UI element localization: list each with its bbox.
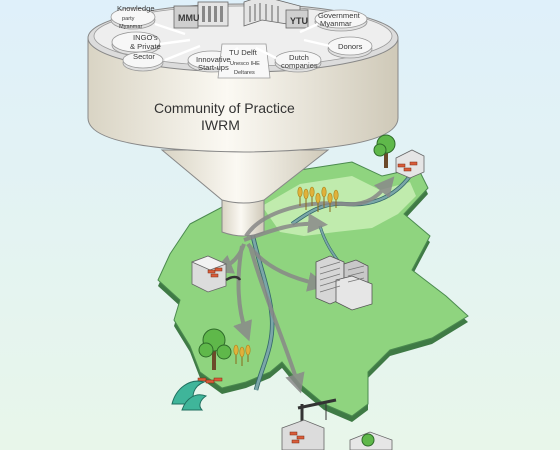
title-line-1: Community of Practice bbox=[154, 100, 295, 116]
bricks-southwest bbox=[197, 377, 223, 384]
label-deltares: Deltares bbox=[234, 70, 255, 76]
title-line-2: IWRM bbox=[201, 117, 240, 133]
block-3 bbox=[335, 275, 373, 311]
arrow-northeast bbox=[243, 213, 328, 242]
plate-government bbox=[314, 9, 368, 32]
label-unesco: Unesco IHE bbox=[230, 61, 260, 67]
label-government-1: Government bbox=[318, 11, 361, 20]
label-donors: Donors bbox=[338, 42, 363, 51]
scene-west bbox=[190, 255, 242, 293]
funnel-cone bbox=[160, 149, 330, 204]
funnel bbox=[87, 3, 399, 237]
arrow-south-west bbox=[233, 245, 252, 342]
scene-southwest bbox=[171, 328, 251, 411]
plate-private bbox=[122, 51, 164, 72]
stakeholder-plates bbox=[110, 0, 373, 79]
plate-knowledge bbox=[110, 7, 156, 30]
label-dutch-1: Dutch bbox=[289, 53, 309, 62]
scene-city-east bbox=[315, 255, 373, 311]
arrow-south bbox=[248, 245, 305, 394]
wheat-southwest bbox=[233, 344, 251, 366]
crane-arm bbox=[297, 398, 337, 410]
label-ingos-2: & Private bbox=[130, 42, 161, 51]
label-ingos-3: Sector bbox=[133, 52, 155, 61]
label-government-2: Myanmar bbox=[320, 19, 352, 28]
plate-donors bbox=[327, 36, 373, 59]
label-innovative-1: Innovative bbox=[196, 55, 231, 64]
wheat-field-north bbox=[297, 186, 339, 212]
bricks-west bbox=[207, 267, 223, 278]
scene-northeast bbox=[373, 134, 425, 179]
bricks-northeast bbox=[397, 161, 418, 172]
bricks-south bbox=[289, 431, 305, 444]
curved-arrow-west bbox=[225, 275, 242, 282]
label-tu-delft: TU Delft bbox=[229, 48, 258, 57]
label-innovative-2: Start-ups bbox=[198, 63, 229, 72]
funnel-labels: Knowledge party Myanmar INGO's & Private… bbox=[117, 4, 363, 133]
label-knowledge-1: Knowledge bbox=[117, 4, 155, 13]
label-knowledge-2: party bbox=[122, 16, 135, 22]
plate-dutch bbox=[274, 50, 322, 73]
label-dutch-2: companies bbox=[281, 61, 318, 70]
plate-connectors bbox=[154, 22, 331, 62]
mmu-building bbox=[173, 1, 229, 29]
label-ytu: YTU bbox=[290, 16, 308, 26]
label-mmu: MMU bbox=[178, 13, 200, 23]
label-knowledge-3: Myanmar bbox=[119, 24, 142, 30]
label-ingos-1: INGO's bbox=[133, 33, 158, 42]
ytu-building bbox=[243, 0, 309, 29]
scene-south bbox=[281, 398, 393, 450]
arrow-north bbox=[244, 176, 395, 238]
plate-ingos bbox=[111, 31, 161, 56]
